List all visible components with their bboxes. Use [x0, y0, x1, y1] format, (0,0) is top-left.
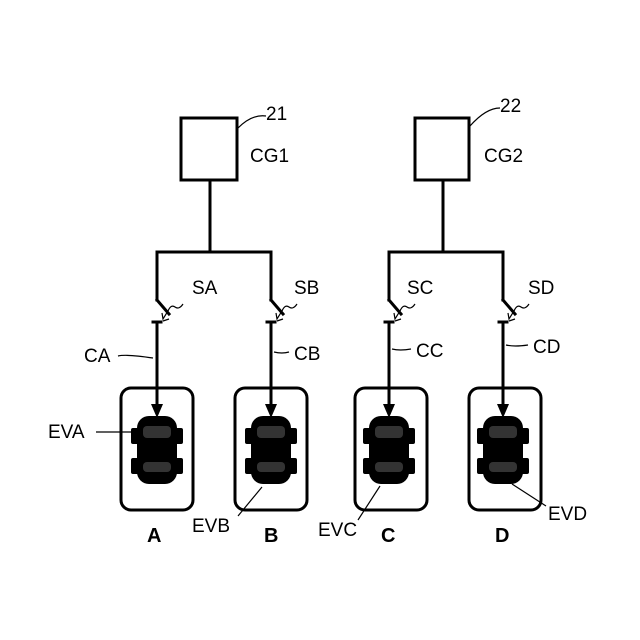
generator-cg2-box	[415, 118, 469, 180]
vehicle-leader	[238, 487, 262, 516]
branch-d: SD CD EVD D	[469, 278, 587, 547]
switch-sa: SA	[153, 278, 218, 322]
generator-cg2-ref: 22	[500, 96, 521, 117]
vehicle-label-evb: EVB	[192, 516, 230, 537]
switch-label-sa: SA	[192, 278, 218, 299]
cable-arrowhead	[151, 404, 163, 418]
cable-leader	[118, 355, 153, 358]
bay-label-a: A	[147, 525, 161, 547]
branch-c: SC CC EVC C	[318, 278, 443, 547]
generator-cg1-ref: 21	[266, 104, 287, 125]
switch-leader	[394, 304, 415, 321]
vehicle-windshield	[143, 426, 171, 438]
charging-branches: SA CA EVA A SB CB EVB B SC CC EVC C SD CD EVD D	[48, 278, 587, 547]
generator-cg1-ref-leader	[238, 116, 266, 128]
bay-label-c: C	[381, 525, 395, 547]
vehicle-rear-window	[143, 462, 171, 472]
vehicle-evd	[477, 416, 529, 484]
switch-label-sc: SC	[407, 278, 433, 299]
switch-leader	[508, 304, 529, 321]
vehicle-leader	[358, 486, 380, 520]
cable-label-cc: CC	[416, 341, 443, 362]
vehicle-rear-window	[257, 462, 285, 472]
generator-cg2-ref-leader	[470, 108, 500, 126]
branch-a: SA CA EVA A	[48, 278, 218, 547]
cable-ca: CA	[84, 324, 163, 418]
generator-cg2: 22 CG2	[415, 96, 523, 180]
vehicle-rear-window	[489, 462, 517, 472]
vehicle-label-evc: EVC	[318, 520, 357, 541]
switch-label-sd: SD	[528, 278, 554, 299]
cable-arrowhead	[383, 404, 395, 418]
cable-cd: CD	[497, 324, 560, 418]
switch-sc: SC	[385, 278, 433, 322]
generator-cg1-box	[181, 118, 237, 180]
switch-sb: SB	[267, 278, 319, 322]
branch-b: SB CB EVB B	[192, 278, 320, 547]
cable-label-cb: CB	[294, 344, 320, 365]
vehicle-eva	[131, 416, 183, 484]
vehicle-windshield	[257, 426, 285, 438]
generator-cg2-label: CG2	[484, 146, 523, 167]
vehicle-windshield	[375, 426, 403, 438]
generator-cg1: 21 CG1	[181, 104, 289, 180]
vehicle-windshield	[489, 426, 517, 438]
switch-leader	[162, 304, 183, 321]
bay-label-b: B	[264, 525, 278, 547]
cable-leader	[274, 352, 289, 353]
cable-arrowhead	[265, 404, 277, 418]
bay-label-d: D	[495, 525, 509, 547]
vehicle-rear-window	[375, 462, 403, 472]
cable-leader	[506, 345, 528, 346]
switch-sd: SD	[499, 278, 554, 322]
cable-cc: CC	[383, 324, 443, 418]
generator-cg1-label: CG1	[250, 146, 289, 167]
cable-arrowhead	[497, 404, 509, 418]
vehicle-evb	[245, 416, 297, 484]
cable-leader	[392, 349, 411, 350]
cable-label-ca: CA	[84, 346, 111, 367]
cable-cb: CB	[265, 324, 320, 418]
cable-label-cd: CD	[533, 337, 560, 358]
vehicle-label-eva: EVA	[48, 422, 85, 443]
vehicle-label-evd: EVD	[548, 504, 587, 525]
switch-leader	[276, 304, 297, 321]
switch-label-sb: SB	[294, 278, 319, 299]
vehicle-evc	[363, 416, 415, 484]
